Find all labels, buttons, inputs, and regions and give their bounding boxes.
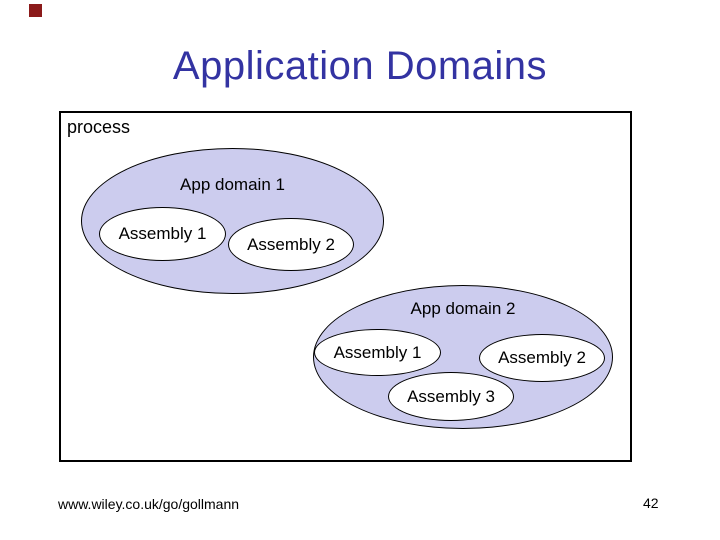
app-domain-2-label: App domain 2: [410, 299, 516, 318]
assembly-label: Assembly 1: [333, 342, 422, 362]
assembly-label: Assembly 1: [118, 224, 207, 243]
app-domain-1-label: App domain 1: [180, 175, 285, 194]
page-number: 42: [643, 495, 659, 511]
assembly-label: Assembly 3: [407, 386, 495, 406]
process-box: process App domain 1 Assembly 1 Assembly…: [59, 111, 632, 462]
assembly-ellipse: Assembly 3: [388, 372, 514, 421]
app-domain-2-ellipse: App domain 2 Assembly 1 Assembly 2 Assem…: [313, 285, 613, 429]
process-label: process: [67, 117, 131, 137]
corner-marker: [29, 4, 42, 17]
assembly-ellipse: Assembly 1: [99, 207, 226, 261]
footer-url: www.wiley.co.uk/go/gollmann: [58, 496, 240, 512]
assembly-ellipse: Assembly 2: [228, 218, 354, 271]
slide-title: Application Domains: [172, 44, 548, 88]
app-domain-1-ellipse: App domain 1 Assembly 1 Assembly 2: [81, 148, 384, 294]
assembly-label: Assembly 2: [247, 234, 335, 254]
assembly-ellipse: Assembly 1: [314, 329, 441, 376]
assembly-ellipse: Assembly 2: [479, 334, 605, 382]
assembly-label: Assembly 2: [498, 348, 586, 367]
